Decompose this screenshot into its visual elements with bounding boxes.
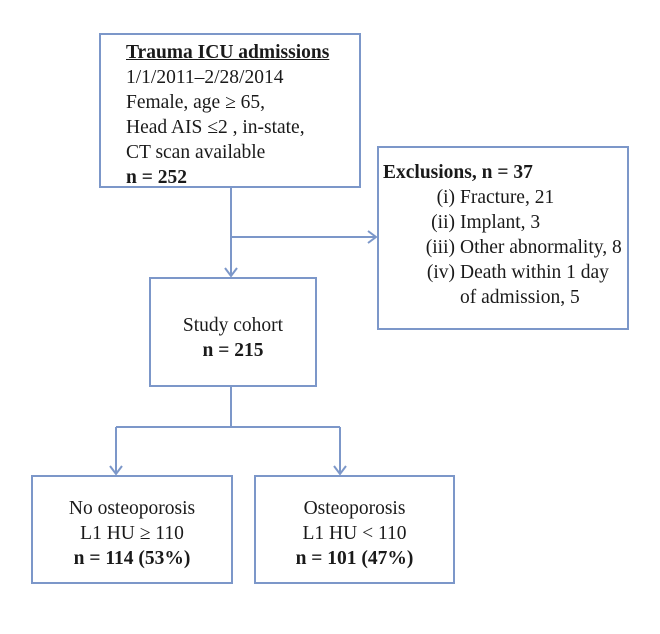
study-cohort-box: Study cohort n = 215 [149, 277, 317, 387]
exclusion-text: Implant, 3 [460, 212, 541, 233]
admissions-title: Trauma ICU admissions [126, 42, 330, 63]
no-osteoporosis-label: No osteoporosis [68, 498, 196, 519]
exclusion-text: Fracture, 21 [460, 187, 555, 208]
arrowhead-cohort [224, 267, 238, 278]
admissions-criterion-ais: Head AIS ≤2 , in-state, [126, 117, 305, 138]
exclusions-title: Exclusions, n = 37 [383, 162, 533, 183]
exclusion-item: (i) Fracture, 21 [383, 185, 627, 210]
exclusion-item: (iv) Death within 1 day of admission, 5 [383, 260, 627, 310]
osteoporosis-criterion: L1 HU < 110 [302, 523, 407, 544]
exclusion-number: (iii) [425, 237, 455, 258]
osteoporosis-box: Osteoporosis L1 HU < 110 n = 101 (47%) [254, 475, 455, 584]
exclusion-text: Other abnormality, 8 [460, 237, 622, 258]
exclusion-text: Death within 1 day of admission, 5 [460, 262, 609, 308]
admissions-box: Trauma ICU admissions 1/1/2011–2/28/2014… [99, 33, 361, 188]
arrowhead-exclusions [367, 230, 378, 244]
arrowhead-no-osteoporosis [109, 465, 123, 476]
cohort-label: Study cohort [182, 315, 284, 336]
osteoporosis-count: n = 101 (47%) [295, 548, 414, 569]
no-osteoporosis-box: No osteoporosis L1 HU ≥ 110 n = 114 (53%… [31, 475, 233, 584]
admissions-criterion-sex-age: Female, age ≥ 65, [126, 92, 266, 113]
exclusions-box: Exclusions, n = 37 (i) Fracture, 21 (ii)… [377, 146, 629, 330]
admissions-count: n = 252 [126, 167, 187, 188]
cohort-count: n = 215 [202, 340, 264, 361]
exclusion-item: (iii) Other abnormality, 8 [383, 235, 627, 260]
osteoporosis-label: Osteoporosis [303, 498, 406, 519]
no-osteoporosis-criterion: L1 HU ≥ 110 [80, 523, 184, 544]
admissions-date-range: 1/1/2011–2/28/2014 [126, 67, 284, 88]
arrowhead-osteoporosis [333, 465, 347, 476]
exclusion-number: (iv) [426, 262, 455, 283]
no-osteoporosis-count: n = 114 (53%) [73, 548, 191, 569]
admissions-criterion-ct: CT scan available [126, 142, 266, 163]
exclusion-item: (ii) Implant, 3 [383, 210, 627, 235]
exclusion-number: (i) [436, 187, 455, 208]
exclusion-number: (ii) [431, 212, 455, 233]
